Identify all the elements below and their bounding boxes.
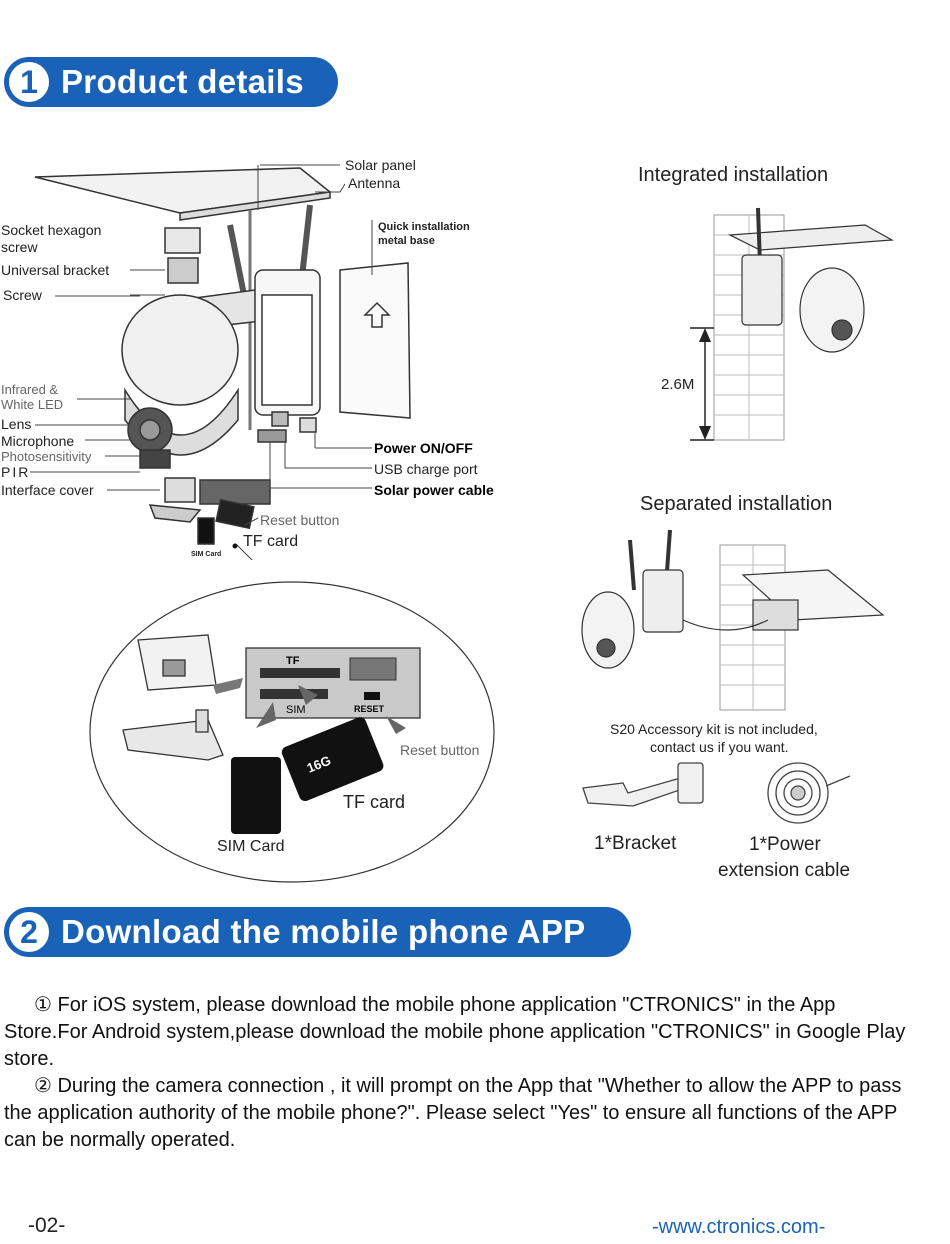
section-1-title: Product details — [61, 63, 304, 100]
detail-sim-card-label: SIM Card — [217, 838, 285, 855]
label-quick-install-2: metal base — [378, 235, 435, 247]
label-antenna: Antenna — [348, 175, 401, 191]
label-reset-button: Reset button — [260, 512, 340, 528]
label-infrared-1: Infrared & — [1, 382, 59, 397]
label-interface-cover: Interface cover — [1, 482, 94, 498]
instructions: ① For iOS system, please download the mo… — [4, 992, 924, 1154]
label-power-onoff: Power ON/OFF — [374, 440, 473, 456]
label-pir: PIR — [1, 464, 31, 480]
website-link[interactable]: -www.ctronics.com- — [652, 1216, 826, 1238]
label-quick-install-1: Quick installation — [378, 221, 470, 233]
camera-diagram — [30, 164, 411, 560]
detail-sim-text: SIM — [286, 704, 306, 716]
detail-reset-button-label: Reset button — [400, 742, 480, 758]
integrated-height-label: 2.6M — [661, 376, 695, 393]
label-screw: Screw — [3, 287, 42, 303]
section-2-title: Download the mobile phone APP — [61, 913, 586, 950]
accessory-bracket: 1*Bracket — [594, 833, 677, 854]
label-lens: Lens — [1, 416, 32, 432]
page-number: -02- — [28, 1214, 66, 1237]
accessory-images — [582, 762, 851, 824]
label-universal-bracket: Universal bracket — [1, 262, 110, 278]
label-infrared-2: White LED — [1, 397, 64, 412]
separated-title: Separated installation — [640, 493, 833, 515]
section-1-banner: 1 Product details — [4, 57, 338, 107]
integrated-installation-diagram — [690, 207, 895, 441]
label-socket-hexagon-1: Socket hexagon — [1, 222, 102, 238]
label-solar-panel: Solar panel — [345, 157, 416, 173]
label-tf-card: TF card — [243, 533, 299, 550]
accessory-note-1: S20 Accessory kit is not included, — [610, 721, 818, 737]
instruction-ios-android: ① For iOS system, please download the mo… — [4, 994, 906, 1070]
section-1-number: 1 — [7, 60, 51, 104]
section-2-number: 2 — [7, 910, 51, 954]
slot-detail-diagram: 16G TF SIM RESET — [89, 581, 495, 883]
accessory-cable-1: 1*Power — [749, 834, 821, 855]
instruction-permission: ② During the camera connection , it will… — [4, 1075, 902, 1151]
detail-reset-text: RESET — [354, 704, 385, 714]
accessory-note-2: contact us if you want. — [650, 739, 789, 755]
integrated-title: Integrated installation — [638, 164, 829, 186]
accessory-cable-2: extension cable — [718, 860, 851, 881]
detail-tf-card-label: TF card — [343, 792, 406, 812]
separated-installation-diagram — [581, 529, 885, 711]
label-photosensitivity: Photosensitivity — [1, 449, 92, 464]
label-socket-hexagon-2: screw — [1, 239, 38, 255]
label-solar-cable: Solar power cable — [374, 482, 494, 498]
detail-tf-text: TF — [286, 655, 300, 667]
label-sim-card-small: SIM Card — [191, 551, 222, 558]
label-usb-charge: USB charge port — [374, 461, 478, 477]
section-2-banner: 2 Download the mobile phone APP — [4, 907, 631, 957]
label-microphone: Microphone — [1, 433, 75, 449]
